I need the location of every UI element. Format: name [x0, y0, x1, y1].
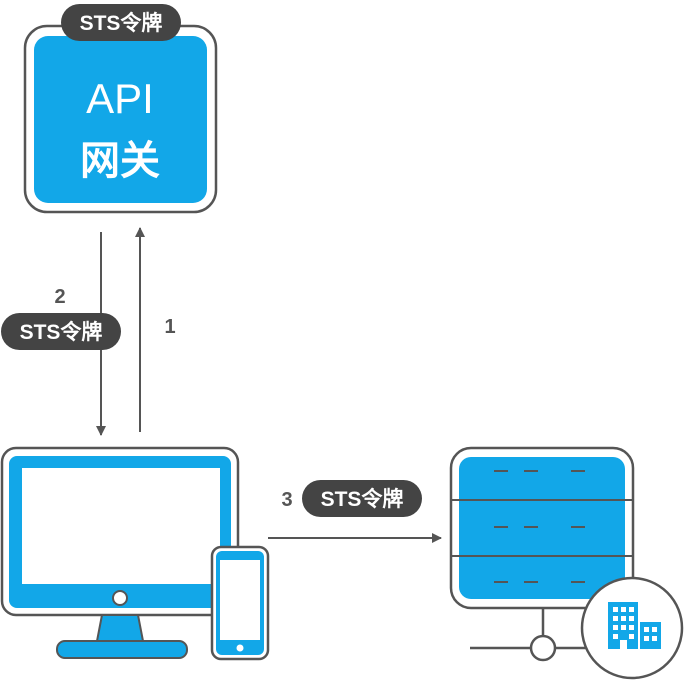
- step-1-number: 1: [164, 316, 175, 338]
- gateway-subtitle: 网关: [80, 138, 160, 184]
- gateway-token-pill: STS令牌: [61, 4, 181, 41]
- step-3-token-label: STS令牌: [321, 487, 404, 511]
- server-icon: [449, 446, 635, 662]
- step-2-token-label: STS令牌: [20, 320, 103, 344]
- step-3-token-pill: STS令牌: [302, 480, 422, 517]
- api-gateway-node: API 网关: [23, 24, 218, 214]
- gateway-token-label: STS令牌: [80, 11, 163, 35]
- office-building-icon: [580, 576, 684, 680]
- step-2-number: 2: [54, 286, 65, 308]
- step-2-token-pill: STS令牌: [1, 313, 121, 350]
- gateway-title: API: [86, 75, 154, 122]
- smartphone-icon: [210, 545, 270, 661]
- step-3-number: 3: [281, 489, 292, 511]
- desktop-monitor-icon: [0, 446, 240, 659]
